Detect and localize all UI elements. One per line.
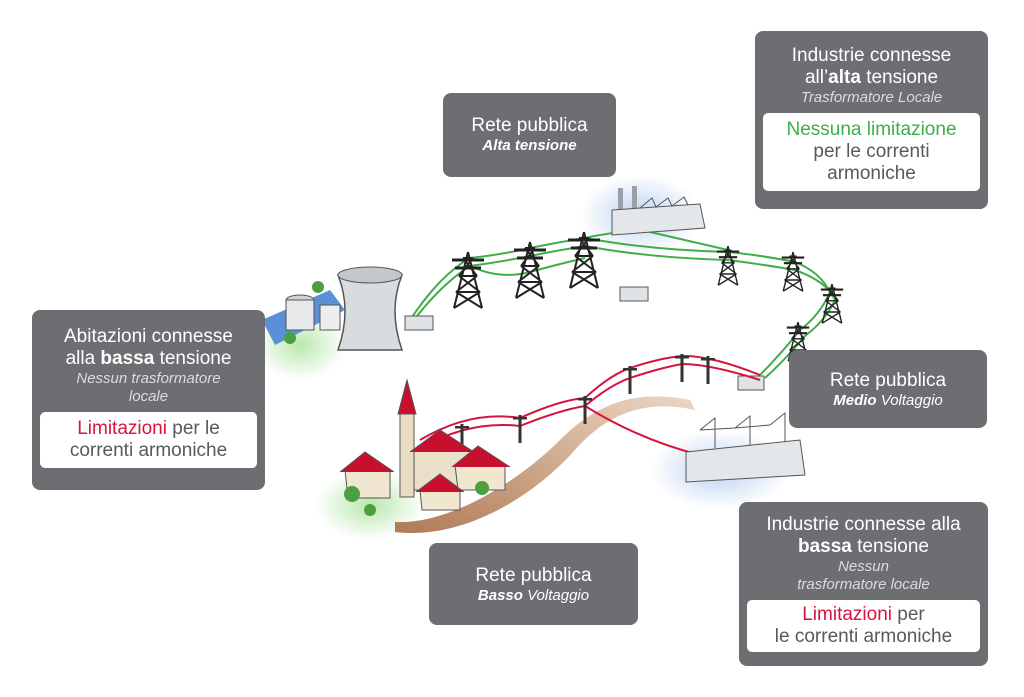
- pole: [701, 356, 715, 384]
- box-subtitle: Trasformatore Locale: [800, 89, 943, 106]
- text-bold: Basso: [477, 587, 523, 604]
- note-text: per: [892, 604, 925, 625]
- box-title: Rete pubblica: [829, 370, 947, 391]
- note-text: armoniche: [827, 163, 916, 184]
- box-subtitle: Alta tensione: [482, 137, 577, 154]
- text-fragment: tensione: [851, 536, 929, 557]
- box-subtitle: Nessun trasformatore: [76, 370, 221, 387]
- pylon: [715, 244, 741, 287]
- pole: [675, 354, 689, 382]
- box-title: Rete pubblica: [471, 115, 588, 136]
- text-bold: alta: [828, 67, 861, 88]
- pylon: [512, 240, 548, 300]
- homes-lv-label: Abitazioni connesse alla bassa tensione …: [32, 310, 265, 490]
- note-highlight: Limitazioni: [77, 418, 167, 439]
- text-fragment: tensione: [154, 348, 232, 369]
- box-subtitle: Medio Voltaggio: [789, 392, 987, 410]
- box-title: Rete pubblica: [475, 565, 592, 586]
- box-note: Limitazioni per le correnti armoniche: [40, 412, 257, 468]
- box-note: Nessuna limitazione per le correnti armo…: [763, 113, 980, 191]
- note-text: le correnti armoniche: [774, 626, 953, 647]
- box-subtitle: locale: [128, 388, 169, 405]
- hv-network-label: Rete pubblica Alta tensione: [443, 93, 616, 177]
- note-highlight: Nessuna limitazione: [786, 119, 957, 140]
- box-title: Industrie connesse: [791, 45, 952, 66]
- box-title-line2: all’alta tensione: [755, 67, 988, 89]
- note-text: per le: [166, 418, 220, 439]
- box-subtitle: Basso Voltaggio: [429, 587, 638, 605]
- box-subtitle: trasformatore locale: [797, 576, 930, 593]
- transformer: [404, 315, 434, 331]
- power-plant: [284, 266, 404, 351]
- factory-hv: [611, 186, 706, 236]
- low-voltage-lines: [419, 354, 761, 456]
- box-title-line2: alla bassa tensione: [32, 348, 265, 370]
- note-text: correnti armoniche: [69, 440, 228, 461]
- village: [339, 378, 511, 516]
- text-bold: Medio: [833, 392, 877, 409]
- text-fragment: alla: [65, 348, 101, 369]
- text-bold: bassa: [100, 348, 155, 369]
- pylon: [450, 250, 486, 310]
- road: [395, 396, 695, 534]
- lv-industry-label: Industrie connesse alla bassa tensione N…: [739, 502, 988, 666]
- text-fragment: tensione: [860, 67, 939, 88]
- pole: [513, 415, 527, 443]
- factory-lv: [685, 411, 806, 483]
- text-fragment: Voltaggio: [522, 587, 590, 604]
- hv-industry-label: Industrie connesse all’alta tensione Tra…: [755, 31, 988, 209]
- text-fragment: all’: [804, 67, 829, 88]
- box-title: Abitazioni connesse: [64, 326, 233, 347]
- box-title-line2: bassa tensione: [739, 536, 988, 558]
- mv-network-label: Rete pubblica Medio Voltaggio: [789, 350, 987, 428]
- box-title: Industrie connesse alla: [766, 514, 961, 535]
- box-note: Limitazioni per le correnti armoniche: [747, 600, 980, 652]
- box-subtitle: Nessun: [838, 558, 889, 575]
- transformer: [619, 286, 649, 302]
- note-text: per le correnti: [813, 141, 930, 162]
- note-highlight: Limitazioni: [802, 604, 892, 625]
- text-fragment: Voltaggio: [876, 392, 943, 409]
- text-bold: bassa: [798, 536, 852, 557]
- lv-network-label: Rete pubblica Basso Voltaggio: [429, 543, 638, 625]
